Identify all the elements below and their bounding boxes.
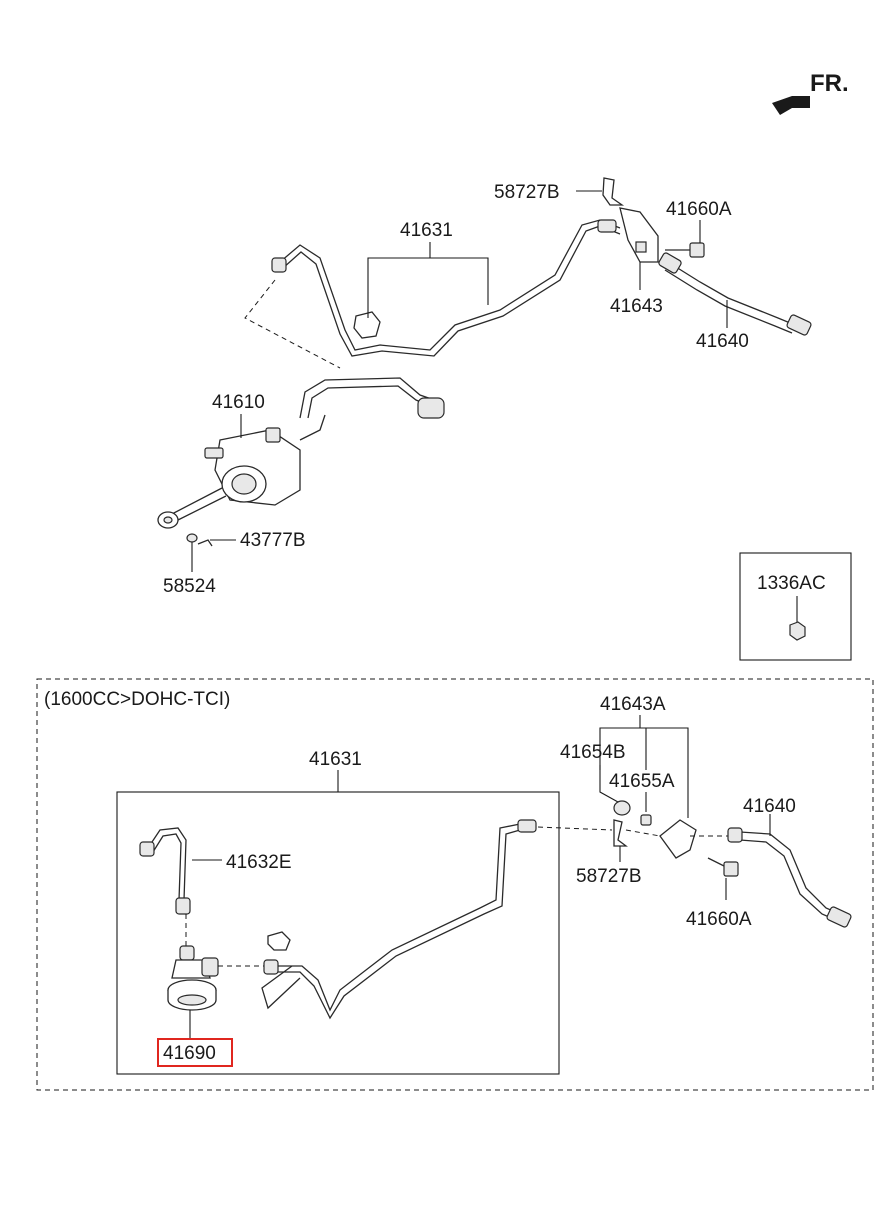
label-hose-variant: 41640: [743, 796, 796, 817]
bracket-clip-variant: [613, 819, 628, 847]
clutch-master-cylinder: [157, 377, 445, 529]
label-bolt-variant: 41660A: [686, 909, 752, 930]
bolt-head: [689, 242, 705, 258]
label-master-cylinder: 41610: [212, 392, 265, 413]
label-variant-pipe: 41631: [309, 749, 362, 770]
long-pipe-fitting-end: [517, 819, 537, 833]
front-direction-indicator: FR.: [772, 70, 849, 115]
label-bracket-assy: 41643A: [600, 694, 666, 715]
pipe-clip: [353, 311, 381, 339]
label-bolt: 41660A: [666, 199, 732, 220]
front-arrow-icon: [772, 96, 810, 115]
long-pipe-clip: [267, 931, 291, 951]
label-clevis: 58524: [163, 576, 216, 597]
front-direction-label: FR.: [810, 70, 849, 97]
nut-small-icon: [640, 814, 652, 826]
clevis-pin: [197, 539, 213, 547]
bolt-variant-head: [723, 861, 739, 877]
pipe-fitting-right: [597, 219, 617, 233]
long-pipe-fitting: [263, 959, 279, 975]
label-bracket: 41643: [610, 296, 663, 317]
hose-bracket: [619, 207, 659, 263]
label-hose: 41640: [696, 331, 749, 352]
hose-fitting-left: [658, 252, 682, 274]
top-assembly: 58727B 41660A 41631 41643 41640 41610 43…: [157, 177, 812, 597]
label-nut-callout: 1336AC: [757, 573, 826, 594]
clutch-reservoir: [167, 945, 219, 1011]
long-pipe: [272, 823, 521, 1012]
nut-icon: [789, 621, 806, 641]
hose-variant-fitting-right: [826, 906, 852, 928]
grommet-icon: [613, 800, 631, 816]
pipe-group-box: [116, 791, 560, 1075]
label-short-pipe: 41632E: [226, 852, 292, 873]
short-pipe-fitting-bottom: [175, 897, 191, 915]
variant-title: (1600CC>DOHC-TCI): [44, 689, 230, 710]
label-clip: 58727B: [576, 866, 642, 887]
label-reservoir: 41690: [163, 1043, 216, 1064]
hose-variant-fitting-left: [727, 827, 743, 843]
nut-callout: 1336AC: [739, 552, 852, 661]
label-pipe: 41631: [400, 220, 453, 241]
clutch-pipe: [279, 219, 621, 351]
bracket-hole: [635, 241, 647, 253]
pipe-fitting-left: [271, 257, 287, 273]
label-bracket-clip: 58727B: [494, 182, 560, 203]
clevis-washer: [186, 533, 198, 543]
variant-section: (1600CC>DOHC-TCI) 41631 41632E 41690: [36, 678, 874, 1091]
variant-frame: [36, 678, 874, 1091]
flexible-hose-variant: [739, 831, 841, 915]
bracket-variant: [659, 819, 697, 859]
highlight-box: [157, 1038, 233, 1067]
label-nut: 41655A: [609, 771, 675, 792]
label-pin: 43777B: [240, 530, 306, 551]
bracket-clip: [602, 177, 625, 206]
label-grommet: 41654B: [560, 742, 626, 763]
short-pipe: [147, 827, 187, 901]
hose-fitting-right: [786, 314, 812, 336]
short-pipe-fitting-top: [139, 841, 155, 857]
flexible-hose: [667, 261, 796, 326]
